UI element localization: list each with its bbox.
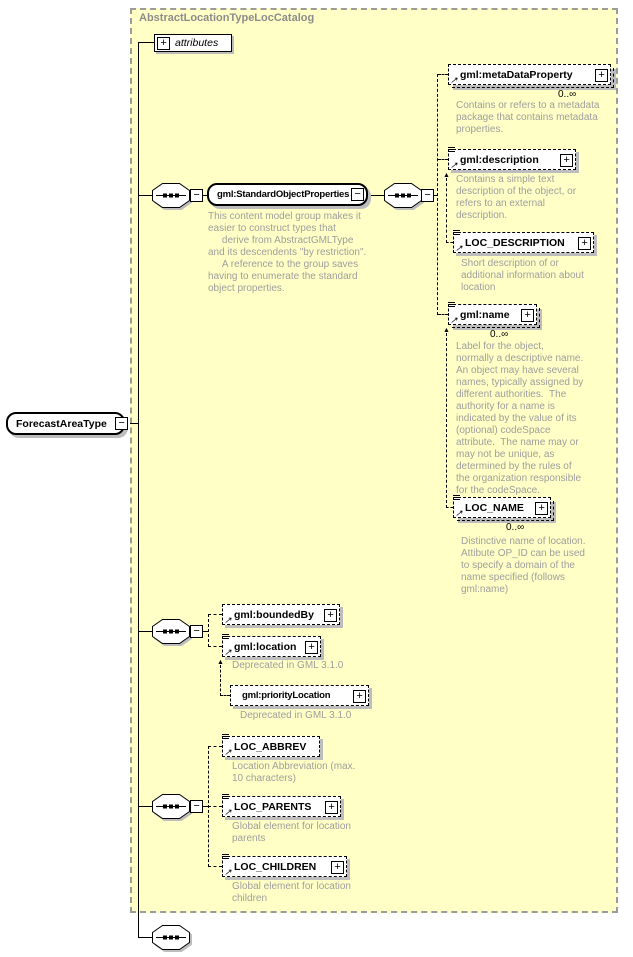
sequence-compositor-icon [152, 794, 190, 819]
element-loc-parents[interactable]: ↗ LOC_PARENTS [222, 794, 341, 817]
reference-arrow-icon: ↗ [224, 747, 232, 757]
reference-arrow-icon: ↗ [224, 867, 232, 877]
attributes-label: attributes [175, 37, 219, 49]
reference-arrow-icon: ↗ [455, 508, 463, 518]
complex-type-title: AbstractLocationTypeLocCatalog [139, 12, 315, 24]
reference-arrow-icon: ↗ [455, 243, 463, 253]
substitution-head-icon [222, 634, 229, 639]
sequence-compositor-icon [152, 183, 190, 208]
collapse-icon[interactable] [115, 417, 128, 430]
annotation: Short description of or additional infor… [461, 258, 584, 293]
substitution-head-icon [453, 230, 460, 235]
collapse-icon[interactable] [421, 189, 434, 202]
substitution-head-icon [453, 495, 460, 500]
reference-arrow-icon: ↗ [450, 160, 458, 170]
element-label: gml:boundedBy [234, 608, 314, 621]
expand-icon[interactable] [331, 861, 344, 874]
element-gml-metadataproperty[interactable]: ↗ gml:metaDataProperty [448, 64, 614, 88]
reference-arrow-icon: ↗ [224, 647, 232, 657]
group-label: gml:StandardObjectProperties [217, 189, 350, 200]
expand-icon[interactable] [305, 641, 318, 654]
expand-icon[interactable] [535, 502, 548, 515]
annotation: Global element for location parents [232, 821, 351, 844]
annotation: This content model group makes it easier… [208, 211, 367, 294]
reference-arrow-icon: ↗ [450, 75, 458, 85]
element-gml-boundedby[interactable]: ↗ gml:boundedBy [222, 604, 340, 625]
element-forecastareatype[interactable]: ForecastAreaType [6, 412, 128, 435]
expand-icon[interactable] [353, 690, 366, 703]
collapse-icon[interactable] [190, 189, 203, 202]
element-label: gml:priorityLocation [242, 690, 331, 701]
substitution-head-icon [222, 794, 229, 799]
annotation: Distinctive name of location. Attibute O… [461, 536, 586, 595]
substitution-head-icon [448, 302, 455, 307]
element-loc-name[interactable]: ↗ LOC_NAME [453, 495, 554, 521]
connector [139, 937, 152, 938]
expand-icon[interactable] [521, 309, 534, 322]
occurrence-label: 0..∞ [490, 329, 509, 340]
element-label: gml:metaDataProperty [460, 68, 573, 81]
element-label: LOC_CHILDREN [234, 860, 317, 873]
substitution-head-icon [222, 854, 229, 859]
sequence-compositor-icon [152, 619, 190, 644]
sequence-compositor-icon [384, 183, 422, 208]
element-gml-description[interactable]: ↗ gml:description [448, 147, 576, 170]
element-label: gml:location [234, 640, 297, 653]
reference-arrow-icon: ↗ [450, 315, 458, 325]
annotation: Deprecated in GML 3.1.0 [240, 710, 352, 721]
annotation: Contains a simple text description of th… [456, 174, 577, 221]
substitution-head-icon [222, 734, 229, 739]
annotation: Label for the object, normally a descrip… [456, 341, 584, 496]
element-gml-name[interactable]: ↗ gml:name [448, 302, 540, 328]
element-loc-children[interactable]: ↗ LOC_CHILDREN [222, 854, 347, 877]
element-label: LOC_DESCRIPTION [465, 236, 565, 249]
element-loc-description[interactable]: ↗ LOC_DESCRIPTION [453, 230, 594, 253]
sequence-compositor-icon [152, 925, 190, 950]
element-gml-location[interactable]: ↗ gml:location [222, 634, 321, 657]
expand-icon[interactable] [325, 801, 338, 814]
element-label: gml:name [460, 308, 510, 321]
element-label: LOC_PARENTS [234, 800, 312, 813]
attributes-box[interactable]: attributes [154, 34, 232, 52]
reference-arrow-icon: ↗ [224, 807, 232, 817]
element-label: gml:description [460, 153, 539, 166]
element-gml-prioritylocation[interactable]: gml:priorityLocation [230, 685, 369, 706]
occurrence-label: 0..∞ [506, 522, 525, 533]
expand-icon[interactable] [157, 37, 170, 50]
collapse-icon[interactable] [190, 625, 203, 638]
element-label: LOC_ABBREV [234, 740, 307, 753]
collapse-icon[interactable] [190, 800, 203, 813]
annotation: Global element for location children [232, 881, 351, 904]
reference-arrow-icon: ↗ [224, 615, 232, 625]
element-label: LOC_NAME [465, 501, 524, 514]
occurrence-label: 0..∞ [558, 89, 577, 100]
element-label: ForecastAreaType [16, 417, 107, 430]
expand-icon[interactable] [324, 609, 337, 622]
annotation: Deprecated in GML 3.1.0 [232, 660, 344, 671]
element-loc-abbrev[interactable]: ↗ LOC_ABBREV [222, 734, 320, 757]
expand-icon[interactable] [578, 237, 591, 250]
collapse-icon[interactable] [351, 188, 364, 201]
annotation: Contains or refers to a metadata package… [456, 100, 600, 135]
substitution-head-icon [448, 147, 455, 152]
expand-icon[interactable] [560, 154, 573, 167]
group-standardobjectproperties[interactable]: gml:StandardObjectProperties [207, 183, 368, 206]
expand-icon[interactable] [595, 69, 608, 82]
annotation: Location Abbreviation (max. 10 character… [232, 761, 356, 784]
